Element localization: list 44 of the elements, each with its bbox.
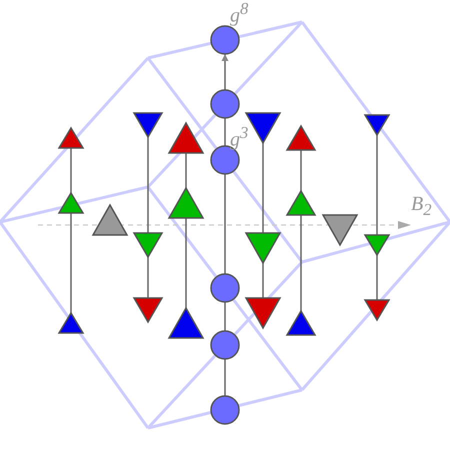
connector-line <box>300 150 302 191</box>
triangle-marker <box>58 312 84 334</box>
triangle-marker <box>364 114 390 136</box>
triangle-marker <box>132 297 164 324</box>
axis-label: B$_{2}$ <box>411 194 432 219</box>
circle-marker <box>210 89 240 119</box>
connector-line <box>376 255 378 300</box>
connector-line <box>147 257 149 298</box>
triangle-marker <box>286 124 316 151</box>
variable-label: g$^{8}$ <box>230 1 248 26</box>
connector-line <box>185 153 187 188</box>
connector-line <box>262 143 264 233</box>
circle-marker <box>210 395 240 425</box>
triangle-marker <box>286 190 316 216</box>
triangle-marker <box>132 232 164 258</box>
circle-marker <box>210 330 240 360</box>
circle-marker <box>210 273 240 303</box>
triangle-marker <box>364 234 390 256</box>
triangle-marker <box>286 310 316 336</box>
connector-line <box>300 215 302 311</box>
connector-line <box>224 359 226 396</box>
connector-line <box>224 302 226 331</box>
circle-marker <box>210 25 240 55</box>
connector-line <box>376 135 378 235</box>
connector-line <box>147 137 149 233</box>
connector-line <box>70 148 72 193</box>
triangle-marker <box>364 299 390 322</box>
arrow <box>222 54 228 90</box>
connector-line <box>224 174 226 274</box>
connector-line <box>185 218 187 308</box>
variable-label: g$^{3}$ <box>230 125 248 150</box>
triangle-marker <box>132 112 164 138</box>
triangle-marker <box>58 192 84 214</box>
triangle-marker <box>92 203 128 236</box>
connector-line <box>262 263 264 298</box>
connector-line <box>70 213 72 313</box>
triangle-marker <box>168 121 204 154</box>
triangle-marker <box>58 126 84 149</box>
triangle-marker <box>168 306 204 339</box>
triangle-marker <box>244 232 282 265</box>
triangle-marker <box>244 297 282 330</box>
connector-line <box>224 118 226 146</box>
triangle-marker <box>168 186 204 219</box>
triangle-marker <box>322 214 358 247</box>
